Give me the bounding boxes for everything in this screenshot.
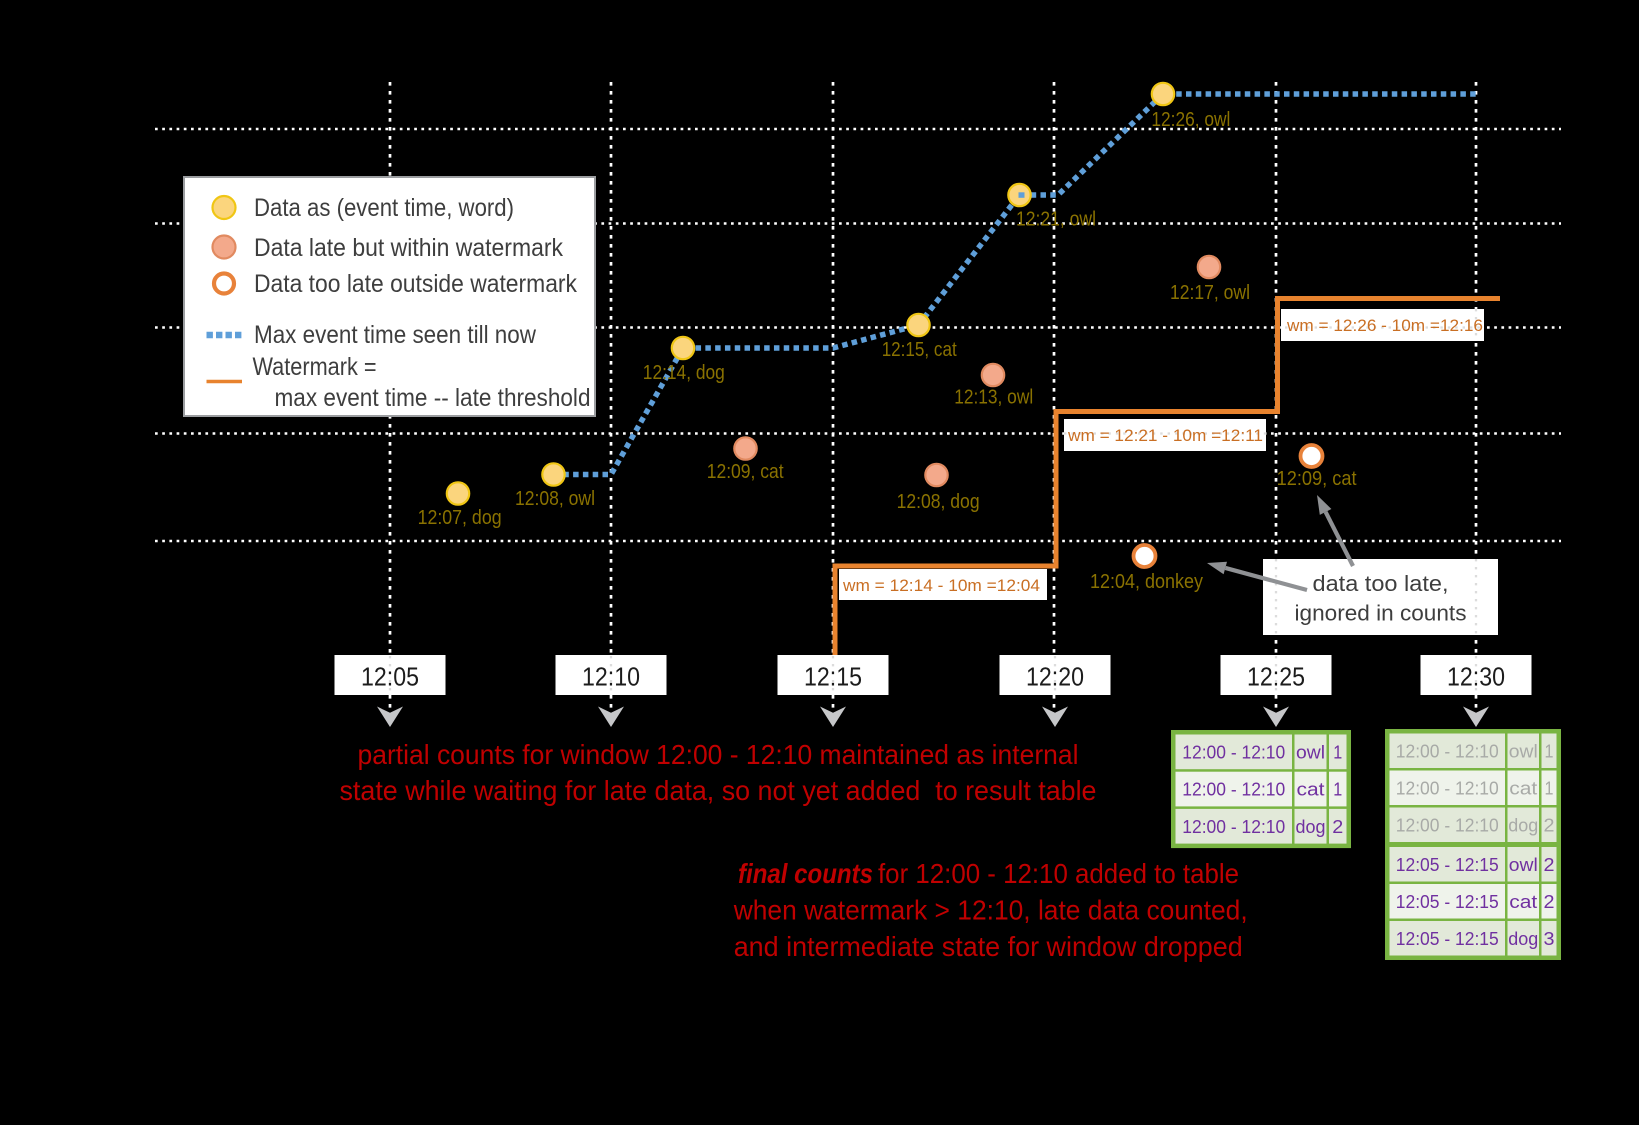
svg-text:12:21, owl: 12:21, owl — [1016, 208, 1096, 231]
svg-text:12:20: 12:20 — [1026, 664, 1084, 692]
svg-text:1: 1 — [1545, 777, 1554, 798]
svg-text:12:26, owl: 12:26, owl — [1151, 108, 1230, 131]
svg-text:12:04, donkey: 12:04, donkey — [1090, 570, 1204, 593]
svg-text:12:08, dog: 12:08, dog — [897, 490, 980, 513]
svg-text:when watermark > 12:10, late d: when watermark > 12:10, late data counte… — [733, 895, 1248, 926]
svg-text:1: 1 — [1333, 779, 1342, 800]
svg-text:12:13, owl: 12:13, owl — [954, 386, 1033, 409]
svg-text:for 12:00 - 12:10 added to tab: for 12:00 - 12:10 added to table — [878, 858, 1239, 889]
svg-text:owl: owl — [1296, 741, 1325, 762]
svg-text:3: 3 — [1544, 928, 1555, 949]
svg-text:cat: cat — [1509, 777, 1537, 798]
svg-text:2: 2 — [1332, 816, 1343, 837]
svg-text:owl: owl — [1509, 854, 1538, 875]
svg-text:and intermediate state for win: and intermediate state for window droppe… — [734, 931, 1243, 962]
svg-text:12:17, owl: 12:17, owl — [1170, 281, 1250, 304]
svg-text:final counts: final counts — [738, 858, 873, 889]
svg-text:12:00 - 12:10: 12:00 - 12:10 — [1396, 814, 1499, 835]
svg-text:wm = 12:14 - 10m =12:04: wm = 12:14 - 10m =12:04 — [842, 576, 1040, 595]
svg-text:Max event time seen till now: Max event time seen till now — [254, 321, 537, 349]
svg-text:12:00 - 12:10: 12:00 - 12:10 — [1396, 740, 1499, 761]
svg-text:2: 2 — [1544, 854, 1555, 875]
svg-text:cat: cat — [1297, 779, 1325, 800]
svg-text:12:00 - 12:10: 12:00 - 12:10 — [1182, 816, 1285, 837]
svg-text:12:00 - 12:10: 12:00 - 12:10 — [1182, 741, 1285, 762]
svg-text:Data as (event time, word): Data as (event time, word) — [254, 194, 514, 222]
svg-text:1: 1 — [1333, 741, 1342, 762]
svg-text:state while waiting for late d: state while waiting for late data, so no… — [340, 775, 1097, 806]
svg-text:Watermark =: Watermark = — [253, 353, 377, 381]
svg-text:12:05 - 12:15: 12:05 - 12:15 — [1396, 928, 1499, 949]
svg-text:dog: dog — [1508, 928, 1538, 949]
svg-text:12:05 - 12:15: 12:05 - 12:15 — [1396, 891, 1499, 912]
svg-text:max event time -- late thresho: max event time -- late threshold — [275, 384, 591, 412]
svg-text:12:25: 12:25 — [1247, 664, 1305, 692]
svg-text:12:15: 12:15 — [804, 664, 862, 692]
svg-text:12:30: 12:30 — [1447, 664, 1505, 692]
svg-text:2: 2 — [1544, 814, 1555, 835]
svg-text:Data too late outside watermar: Data too late outside watermark — [254, 270, 577, 298]
svg-text:12:09, cat: 12:09, cat — [1277, 467, 1357, 490]
svg-text:12:00 - 12:10: 12:00 - 12:10 — [1396, 777, 1499, 798]
svg-text:12:08, owl: 12:08, owl — [515, 487, 595, 510]
svg-text:partial counts for window 12:0: partial counts for window 12:00 - 12:10 … — [358, 739, 1079, 770]
svg-text:ignored in counts: ignored in counts — [1295, 601, 1467, 626]
svg-text:12:10: 12:10 — [582, 664, 640, 692]
svg-text:12:00 - 12:10: 12:00 - 12:10 — [1182, 779, 1285, 800]
svg-text:owl: owl — [1509, 740, 1538, 761]
svg-text:dog: dog — [1296, 816, 1326, 837]
svg-text:wm = 12:26 - 10m =12:16: wm = 12:26 - 10m =12:16 — [1286, 316, 1483, 335]
svg-text:12:14, dog: 12:14, dog — [643, 361, 725, 384]
svg-text:12:05 - 12:15: 12:05 - 12:15 — [1396, 854, 1499, 875]
svg-text:cat: cat — [1509, 891, 1537, 912]
svg-text:12:07, dog: 12:07, dog — [418, 506, 502, 529]
svg-text:data too late,: data too late, — [1313, 571, 1449, 596]
svg-text:Data late but within watermark: Data late but within watermark — [254, 234, 563, 262]
svg-text:1: 1 — [1545, 740, 1554, 761]
svg-text:12:05: 12:05 — [361, 664, 419, 692]
svg-text:dog: dog — [1508, 814, 1538, 835]
svg-text:12:09, cat: 12:09, cat — [707, 460, 784, 483]
svg-text:wm = 12:21 - 10m =12:11: wm = 12:21 - 10m =12:11 — [1067, 426, 1263, 445]
svg-text:2: 2 — [1544, 891, 1555, 912]
svg-text:12:15, cat: 12:15, cat — [882, 338, 957, 361]
